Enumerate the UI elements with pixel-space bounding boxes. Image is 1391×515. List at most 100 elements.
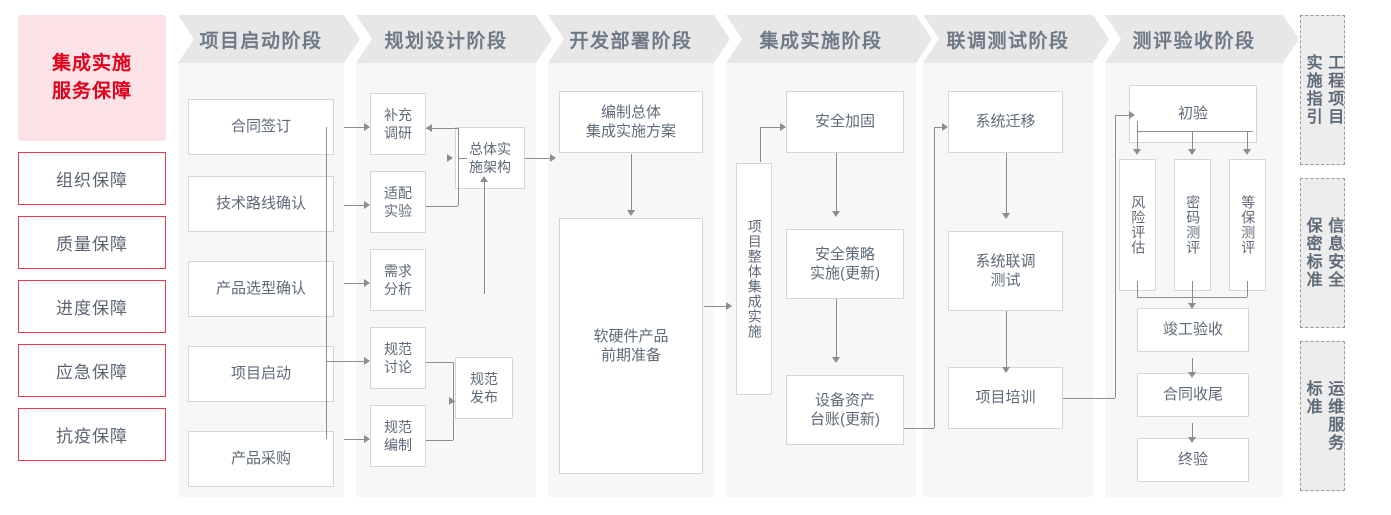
arrowhead-risk-in	[1133, 149, 1141, 155]
phase-column-6: 测评验收阶段 初验 风险评估 密码测评 等保测评 竣工验收 合同收尾 终验	[1105, 15, 1283, 497]
phase-header-1[interactable]: 项目启动阶段	[178, 15, 344, 63]
node-equipment-asset-ledger[interactable]: 设备资产台账(更新)	[786, 375, 904, 445]
phase-column-5: 联调测试阶段 系统迁移 系统联调测试 项目培训	[923, 15, 1093, 497]
sidebar-item-organization[interactable]: 组织保障	[18, 152, 166, 205]
connector-research-merge	[426, 128, 458, 129]
sidebar-header: 集成实施服务保障	[18, 15, 166, 141]
connector-preliminary-fanout-stub	[1137, 121, 1138, 131]
node-project-overall-integration[interactable]: 项目整体集成实施	[736, 163, 772, 395]
arrowhead-test-in	[1002, 213, 1010, 219]
connector-crypto-down	[1192, 281, 1193, 303]
connector-risk-down	[1137, 281, 1138, 297]
sidebar-item-emergency[interactable]: 应急保障	[18, 344, 166, 397]
phase-header-6[interactable]: 测评验收阶段	[1105, 15, 1283, 63]
connector-merge-to-architecture	[458, 158, 467, 159]
standard-infosec-confidentiality[interactable]: 信息安全保密标准	[1300, 178, 1346, 328]
node-product-selection-confirm[interactable]: 产品选型确认	[188, 261, 334, 317]
node-system-migration[interactable]: 系统迁移	[948, 91, 1063, 153]
connector-training-right	[1063, 398, 1115, 399]
sidebar-item-schedule[interactable]: 进度保障	[18, 280, 166, 333]
node-mlps-evaluation[interactable]: 等保测评	[1229, 159, 1266, 291]
arrowhead-hardening-in	[780, 123, 786, 131]
phase-body-3: 编制总体集成实施方案 软硬件产品前期准备	[548, 63, 714, 497]
connector-techroute-to-adaptation	[344, 205, 364, 206]
node-final-acceptance[interactable]: 终验	[1137, 438, 1249, 482]
connector-hardening-to-policy	[836, 153, 837, 211]
node-standard-drafting[interactable]: 规范编制	[370, 405, 426, 467]
connector-closure-to-final	[1192, 423, 1193, 437]
node-cryptography-evaluation[interactable]: 密码测评	[1174, 159, 1211, 291]
arrowhead-release-in	[449, 397, 455, 405]
arrowhead-completion-in	[1188, 303, 1196, 309]
connector-contract-to-research	[344, 127, 364, 128]
arrowhead-preparation-in	[627, 210, 635, 216]
arrowhead-training-in	[1002, 367, 1010, 373]
node-standard-release[interactable]: 规范发布	[455, 357, 513, 419]
node-contract-closure[interactable]: 合同收尾	[1137, 373, 1249, 417]
connector-branch-mlps	[1247, 131, 1248, 149]
node-project-training[interactable]: 项目培训	[948, 367, 1063, 429]
phase-header-2[interactable]: 规划设计阶段	[356, 15, 536, 63]
phase-header-5[interactable]: 联调测试阶段	[923, 15, 1093, 63]
node-standard-discussion[interactable]: 规范讨论	[370, 327, 426, 389]
connector-migration-to-test	[1006, 153, 1007, 213]
arrowhead-architecture-in	[447, 154, 453, 162]
phase-body-4: 项目整体集成实施 安全加固 安全策略实施(更新) 设备资产台账(更新)	[726, 63, 916, 497]
connector-branch-crypto	[1192, 131, 1193, 149]
arrowhead-policy-in	[832, 211, 840, 217]
arrowhead-closure-in	[1188, 372, 1196, 378]
connector-adaptation-merge	[426, 206, 458, 207]
arrowhead-ledger-in	[832, 357, 840, 363]
node-risk-assessment[interactable]: 风险评估	[1119, 159, 1156, 291]
connector-policy-to-ledger	[836, 299, 837, 357]
phase-header-3[interactable]: 开发部署阶段	[548, 15, 714, 63]
node-contract-signing[interactable]: 合同签订	[188, 99, 334, 155]
connector-mlps-down	[1247, 281, 1248, 297]
phase-header-4[interactable]: 集成实施阶段	[726, 15, 916, 63]
node-system-joint-debug-test[interactable]: 系统联调测试	[948, 231, 1063, 311]
arrowhead-integration-in	[726, 302, 732, 310]
node-tech-route-confirm[interactable]: 技术路线确认	[188, 176, 334, 232]
phase-column-3: 开发部署阶段 编制总体集成实施方案 软硬件产品前期准备	[548, 15, 714, 497]
node-product-procurement[interactable]: 产品采购	[188, 431, 334, 487]
standards-panel: 工程项目实施指引 信息安全保密标准 运维服务标准	[1300, 15, 1376, 491]
arrowhead-research-back	[426, 124, 432, 132]
standard-engineering-guideline[interactable]: 工程项目实施指引	[1300, 15, 1346, 165]
connector-ledger-right	[904, 428, 934, 429]
connector-kickoff-trunk-stub	[326, 361, 344, 362]
node-adaptation-experiment[interactable]: 适配实验	[370, 171, 426, 233]
node-security-policy-implementation[interactable]: 安全策略实施(更新)	[786, 229, 904, 299]
node-preliminary-acceptance[interactable]: 初验	[1129, 85, 1257, 143]
connector-merge-vertical-top	[458, 128, 459, 206]
arrowhead-architecture-bottom	[480, 176, 488, 182]
node-project-kickoff[interactable]: 项目启动	[188, 346, 334, 402]
arrowhead-mlps-in	[1243, 149, 1251, 155]
node-hardware-software-preparation[interactable]: 软硬件产品前期准备	[559, 218, 703, 474]
connector-kickoff-to-discussion	[344, 361, 364, 362]
connector-architecture-to-plan	[525, 158, 550, 159]
phase-column-2: 规划设计阶段 补充调研 适配实验 需求分析 规范讨论 规范编制 总体实施架构 规…	[356, 15, 536, 497]
phase-body-1: 合同签订 技术路线确认 产品选型确认 项目启动 产品采购	[178, 63, 344, 497]
sidebar-item-quality[interactable]: 质量保障	[18, 216, 166, 269]
connector-preliminary-fanout-bar	[1137, 131, 1253, 132]
standard-ops-service[interactable]: 运维服务标准	[1300, 341, 1346, 491]
connector-selection-to-requirement	[344, 283, 364, 284]
node-requirement-analysis[interactable]: 需求分析	[370, 249, 426, 311]
node-compile-overall-integration-plan[interactable]: 编制总体集成实施方案	[559, 91, 703, 153]
phase-column-4: 集成实施阶段 项目整体集成实施 安全加固 安全策略实施(更新) 设备资产台账(更…	[726, 15, 916, 497]
connector-ledger-to-migration	[934, 127, 942, 128]
arrowhead-research	[364, 123, 370, 131]
sidebar-item-epidemic[interactable]: 抗疫保障	[18, 408, 166, 461]
arrowhead-preliminary-in	[1129, 111, 1135, 119]
connector-plan-to-preparation	[631, 154, 632, 210]
arrowhead-final-in	[1188, 437, 1196, 443]
node-security-hardening[interactable]: 安全加固	[786, 91, 904, 153]
arrowhead-drafting	[364, 435, 370, 443]
guarantee-sidebar: 集成实施服务保障 组织保障 质量保障 进度保障 应急保障 抗疫保障	[18, 15, 166, 461]
arrowhead-plan-in	[550, 154, 556, 162]
arrowhead-crypto-in	[1188, 149, 1196, 155]
node-supplementary-research[interactable]: 补充调研	[370, 93, 426, 155]
connector-drafting-merge	[426, 440, 453, 441]
arrowhead-adaptation	[364, 201, 370, 209]
node-completion-acceptance[interactable]: 竣工验收	[1137, 308, 1249, 352]
